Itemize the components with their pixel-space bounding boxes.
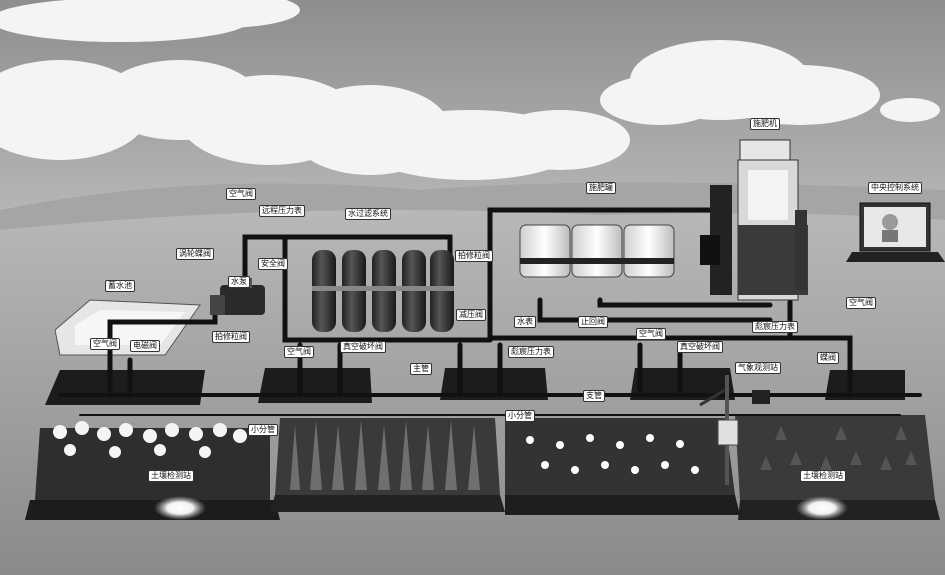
drain-valve-label: 拍修粒阀: [212, 331, 250, 343]
backflush-valve-label: 拍修粒阀: [455, 250, 493, 262]
pump-graphic: [210, 278, 265, 315]
crops: [53, 420, 917, 490]
digital-pressure-gauge-1-label: 彪宸压力表: [508, 346, 554, 358]
weather-station-graphic: [699, 375, 770, 485]
vacuum-break-valve-1-label: 真空破坏阀: [340, 341, 386, 353]
pump-pressure-gauge-label: 远程压力表: [259, 205, 305, 217]
butterfly-valve-label: 涡轮蝶阀: [176, 248, 214, 260]
air-valve-mid2-label: 空气阀: [636, 328, 666, 340]
fertilizer-machine-graphic: [700, 139, 808, 301]
clouds: [0, 0, 940, 180]
reservoir-label: 蓄水池: [105, 280, 135, 292]
air-valve-mid-label: 空气阀: [284, 346, 314, 358]
soil-station-right-label: 土壤检测站: [800, 470, 846, 482]
gate-valve-label: 蝶阀: [817, 352, 839, 364]
water-pump-label: 水泵: [228, 276, 250, 288]
air-valve-top-label: 空气阀: [226, 188, 256, 200]
safety-valve-label: 安全阀: [258, 258, 288, 270]
main-pipe-label: 主管: [410, 363, 432, 375]
air-valve-left-label: 空气阀: [90, 338, 120, 350]
sub-pipe-left-label: 小分管: [248, 424, 278, 436]
soil-station-left-label: 土壤检测站: [148, 470, 194, 482]
pipes: [58, 207, 922, 416]
digital-pressure-gauge-2-label: 彪宸压力表: [752, 321, 798, 333]
air-valve-right-label: 空气阀: [846, 297, 876, 309]
sub-pipe-mid-label: 小分管: [505, 410, 535, 422]
laptop-graphic: [846, 202, 945, 262]
central-control-system-label: 中央控制系统: [868, 182, 922, 194]
filter-tanks: [312, 250, 454, 332]
water-meter-label: 水表: [514, 316, 536, 328]
fertilizer-tank-label: 施肥罐: [586, 182, 616, 194]
water-filter-system-label: 水过滤系统: [345, 208, 391, 220]
pressure-reducing-valve-label: 减压阀: [456, 309, 486, 321]
soil-station-glows: [154, 496, 848, 520]
check-valve-label: 止回阀: [578, 316, 608, 328]
fertilizer-machine-label: 施肥机: [750, 118, 780, 130]
solenoid-valve-label: 电磁阀: [130, 340, 160, 352]
branch-pipe-label: 支管: [583, 390, 605, 402]
fertilizer-tanks: [519, 224, 675, 278]
vacuum-break-valve-2-label: 真空破坏阀: [677, 341, 723, 353]
weather-station-label: 气象观测站: [735, 362, 781, 374]
